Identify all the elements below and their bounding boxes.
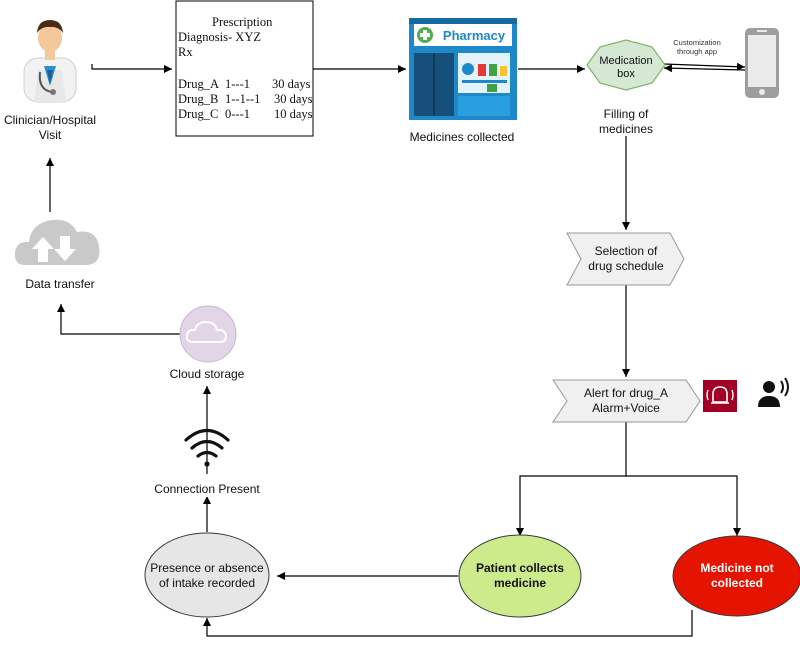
drug-dose-c: 0---1 (225, 107, 250, 121)
edge-box-app (663, 62, 746, 71)
connectors (46, 62, 746, 637)
clinician-label-line2: Visit (38, 128, 62, 142)
filling-caption: Filling of medicines (576, 107, 676, 137)
filling-caption-line1: Filling of (603, 107, 649, 121)
prescription-title: Prescription (212, 15, 273, 29)
drug-name-b: Drug_B (178, 92, 219, 106)
alarm-icon (703, 380, 737, 412)
edge-notcollected-presence (203, 610, 693, 637)
drug-dose-a: 1---1 (225, 77, 250, 91)
filling-caption-line2: medicines (598, 122, 654, 136)
pharmacy-caption: Medicines collected (409, 130, 515, 144)
pharmacy-sign: Pharmacy (442, 28, 506, 43)
medication-box-label: Medication box (590, 55, 662, 81)
phone-icon (745, 28, 779, 98)
prescription-rx: Rx (178, 45, 193, 59)
prescription-box (175, 0, 314, 137)
doctor-icon (23, 20, 77, 103)
app-label-line1: Customization (673, 38, 721, 47)
edge-app-box (663, 64, 746, 73)
not-collected-node (672, 535, 800, 617)
schedule-label: Selection of drug schedule (576, 244, 676, 274)
edge-alert-split (516, 422, 627, 536)
not-collected-line1: Medicine not (700, 561, 774, 575)
schedule-step (566, 232, 685, 286)
edge-cloud-transfer (57, 304, 180, 335)
alert-label-line1: Alert for drug_A (583, 386, 669, 400)
prescription-diagnosis: Diagnosis- XYZ (178, 30, 261, 44)
drug-duration-c: 10 days (274, 107, 313, 121)
drug-duration-a: 30 days (272, 77, 311, 91)
patient-collects-line1: Patient collects (475, 561, 565, 575)
clinician-label-line1: Clinician/Hospital (3, 113, 97, 127)
schedule-label-line1: Selection of (594, 244, 658, 258)
data-transfer-icon (14, 219, 100, 265)
alert-label: Alert for drug_A Alarm+Voice (566, 386, 686, 416)
presence-line2: of intake recorded (158, 576, 256, 590)
voice-icon (758, 377, 789, 407)
not-collected-label: Medicine not collected (680, 561, 794, 591)
transfer-label: Data transfer (25, 277, 95, 291)
presence-line1: Presence or absence (150, 561, 264, 575)
patient-collects-line2: medicine (493, 576, 547, 590)
connection-label: Connection Present (140, 482, 274, 497)
patient-collects-node (458, 534, 582, 618)
medication-box-line2: box (617, 68, 635, 80)
presence-label: Presence or absence of intake recorded (145, 561, 269, 591)
medication-box-line1: Medication (599, 55, 653, 67)
app-label: Customization through app (662, 38, 732, 56)
pharmacy-icon (409, 18, 517, 120)
presence-node (144, 532, 270, 618)
drug-dose-b: 1--1--1 (225, 92, 261, 106)
edge-alert-notcollected (626, 475, 741, 536)
cloud-storage-icon (179, 305, 237, 363)
drug-name-a: Drug_A (178, 77, 219, 91)
drug-duration-b: 30 days (274, 92, 313, 106)
alert-label-line2: Alarm+Voice (592, 401, 660, 415)
app-label-line2: through app (676, 47, 718, 56)
medication-box (586, 39, 666, 91)
clinician-label: Clinician/Hospital Visit (0, 113, 100, 143)
alert-step (552, 379, 701, 423)
patient-collects-label: Patient collects medicine (464, 561, 576, 591)
wifi-icon (184, 428, 230, 467)
schedule-label-line2: drug schedule (588, 259, 664, 273)
edge-clinician-prescription (91, 64, 172, 73)
cloud-label: Cloud storage (169, 367, 245, 381)
drug-name-c: Drug_C (178, 107, 219, 121)
not-collected-line2: collected (710, 576, 764, 590)
